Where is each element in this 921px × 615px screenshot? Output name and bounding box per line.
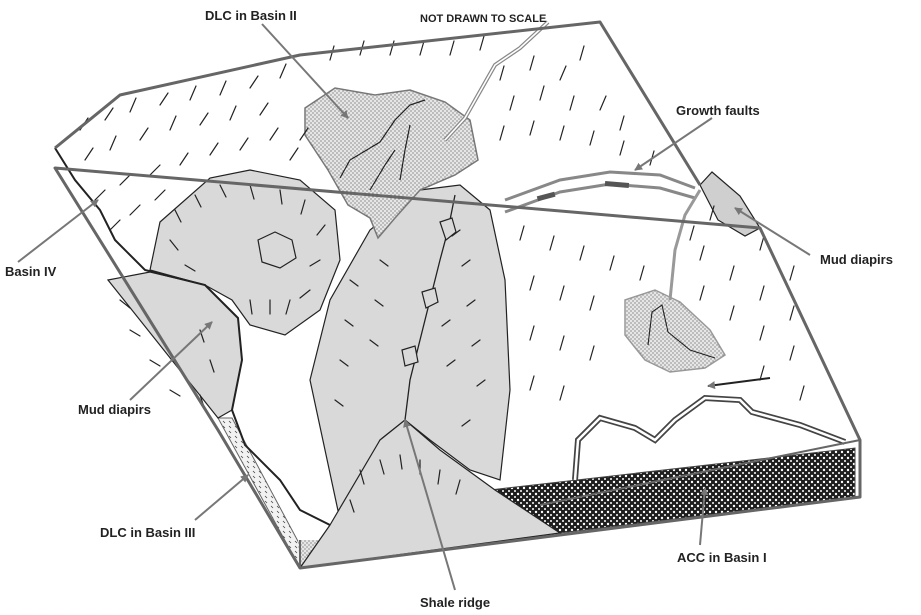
label-dlc-basin-iii: DLC in Basin III — [100, 525, 195, 540]
label-dlc-basin-ii: DLC in Basin II — [205, 8, 297, 23]
label-growth-faults: Growth faults — [676, 103, 760, 118]
label-acc-basin-i: ACC in Basin I — [677, 550, 767, 565]
label-not-to-scale: NOT DRAWN TO SCALE — [420, 13, 546, 25]
label-mud-diapirs-right: Mud diapirs — [820, 252, 893, 267]
ridge-knob-3 — [402, 346, 418, 366]
label-basin-iv: Basin IV — [5, 264, 57, 279]
arrow-basin-iv — [18, 200, 98, 262]
label-mud-diapirs-left: Mud diapirs — [78, 402, 151, 417]
label-shale-ridge: Shale ridge — [420, 595, 490, 610]
arrow-dlc-basin-iii — [195, 475, 248, 520]
